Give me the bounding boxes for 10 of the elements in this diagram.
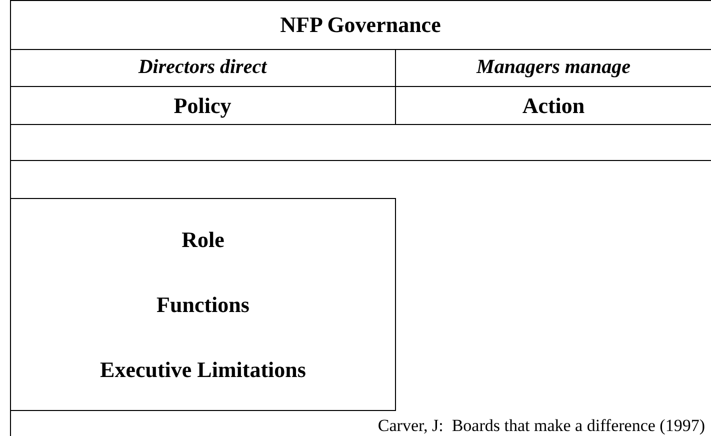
box-text: Functions bbox=[156, 292, 250, 318]
box-text: Role bbox=[182, 226, 224, 252]
column-heading: Managers manage bbox=[475, 56, 632, 79]
title: NFP Governance bbox=[279, 12, 442, 38]
column-heading: Directors direct bbox=[137, 56, 268, 79]
citation: Carver, J: Boards that make a difference (1997) bbox=[378, 416, 705, 436]
cell-text: Action bbox=[521, 93, 586, 119]
text-box bbox=[10, 198, 396, 411]
cell-text: Policy bbox=[172, 93, 232, 119]
box-text: Executive Limitations bbox=[100, 356, 306, 382]
